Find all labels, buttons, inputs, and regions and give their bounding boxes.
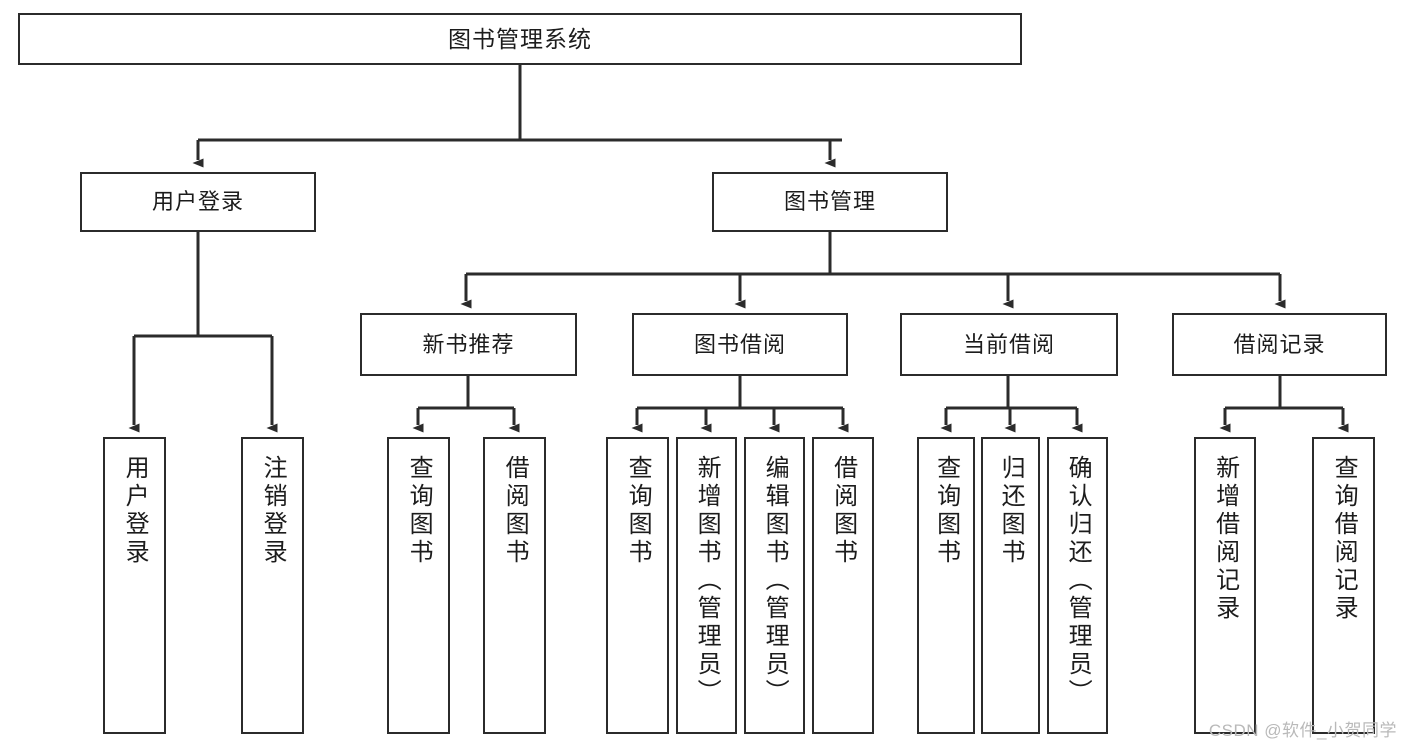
leaf-borrow-book-recommend[interactable]: 借阅图书: [483, 437, 546, 734]
node-label: 确认归还（管理员）: [1064, 455, 1092, 707]
watermark-text: CSDN @软件_小贺同学: [1208, 721, 1397, 740]
leaf-return-book[interactable]: 归还图书: [981, 437, 1040, 734]
node-book-management[interactable]: 图书管理: [712, 172, 948, 232]
node-root-system[interactable]: 图书管理系统: [18, 13, 1022, 65]
node-label: 查询图书: [405, 455, 433, 567]
leaf-query-borrow-record[interactable]: 查询借阅记录: [1312, 437, 1375, 734]
node-user-login[interactable]: 用户登录: [80, 172, 316, 232]
node-new-book-recommend[interactable]: 新书推荐: [360, 313, 577, 376]
node-label: 借阅记录: [1233, 331, 1326, 357]
leaf-query-book-recommend[interactable]: 查询图书: [387, 437, 450, 734]
leaf-add-borrow-record[interactable]: 新增借阅记录: [1194, 437, 1256, 734]
leaf-query-book-current[interactable]: 查询图书: [917, 437, 975, 734]
leaf-edit-book-admin[interactable]: 编辑图书（管理员）: [744, 437, 805, 734]
node-label: 新增借阅记录: [1211, 455, 1239, 623]
node-label: 用户登录: [121, 455, 149, 567]
node-label: 新增图书（管理员）: [693, 455, 721, 707]
leaf-logout-login[interactable]: 注销登录: [241, 437, 304, 734]
node-label: 查询图书: [624, 455, 652, 567]
node-label: 图书借阅: [693, 331, 786, 357]
node-label: 查询借阅记录: [1330, 455, 1358, 623]
leaf-query-book-borrow[interactable]: 查询图书: [606, 437, 669, 734]
node-label: 编辑图书（管理员）: [761, 455, 789, 707]
leaf-borrow-book-borrow[interactable]: 借阅图书: [812, 437, 874, 734]
node-label: 用户登录: [151, 189, 244, 215]
leaf-user-login[interactable]: 用户登录: [103, 437, 166, 734]
node-label: 查询图书: [932, 455, 960, 567]
node-label: 注销登录: [259, 455, 287, 567]
node-borrow-record[interactable]: 借阅记录: [1172, 313, 1387, 376]
node-label: 借阅图书: [829, 455, 857, 567]
node-label: 当前借阅: [962, 331, 1055, 357]
node-label: 归还图书: [997, 455, 1025, 567]
node-label: 图书管理系统: [448, 25, 592, 52]
node-label: 图书管理: [783, 189, 876, 215]
node-current-borrow[interactable]: 当前借阅: [900, 313, 1118, 376]
node-label: 新书推荐: [422, 331, 515, 357]
leaf-add-book-admin[interactable]: 新增图书（管理员）: [676, 437, 737, 734]
node-label: 借阅图书: [501, 455, 529, 567]
leaf-confirm-return-admin[interactable]: 确认归还（管理员）: [1047, 437, 1108, 734]
node-book-borrow[interactable]: 图书借阅: [632, 313, 848, 376]
